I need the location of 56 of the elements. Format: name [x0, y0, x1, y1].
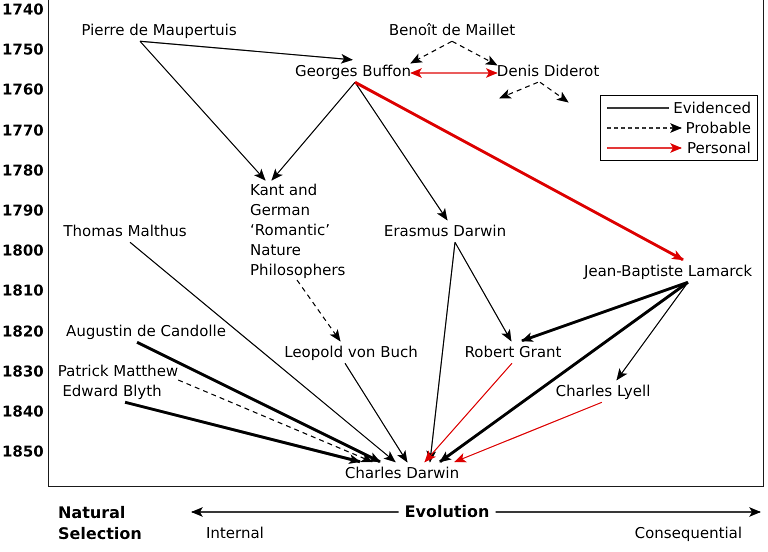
- name-label: Charles Lyell: [556, 380, 650, 402]
- name-label: Benoît de Maillet: [388, 18, 516, 42]
- name-label: Patrick Matthew: [58, 360, 178, 382]
- arrow: [521, 280, 688, 342]
- name-label: Denis Diderot: [496, 60, 600, 82]
- arrow: [124, 400, 361, 464]
- legend-text: Evidenced: [673, 100, 751, 116]
- name-label: Robert Grant: [464, 340, 562, 364]
- year-label: 1780: [2, 163, 44, 178]
- arrow: [140, 40, 266, 181]
- legend-text: Probable: [686, 120, 751, 136]
- arrow: [499, 82, 538, 99]
- name-label: Erasmus Darwin: [384, 220, 506, 242]
- name-label: Leopold von Buch: [284, 340, 418, 364]
- arrow: [140, 40, 353, 64]
- arrow: [354, 80, 684, 262]
- arrow: [540, 82, 569, 103]
- name-label: Augustin de Candolle: [66, 320, 226, 342]
- arrow: [439, 281, 689, 463]
- arrow: [178, 379, 373, 462]
- arrow: [410, 40, 452, 64]
- name-label: Jean-Baptiste Lamarck: [584, 260, 752, 282]
- arrow: [296, 280, 341, 342]
- arrow: [454, 242, 512, 342]
- year-label: 1750: [2, 42, 44, 58]
- name-label: Charles Darwin: [344, 462, 460, 484]
- axis-end-label: Internal: [206, 523, 264, 544]
- year-label: 1760: [2, 82, 44, 98]
- arrow: [454, 402, 602, 462]
- name-label: Pierre de Maupertuis: [81, 18, 237, 42]
- arrow: [136, 340, 381, 464]
- year-label: 1850: [2, 444, 44, 460]
- year-label: 1800: [2, 244, 44, 259]
- arrow: [344, 362, 408, 463]
- year-label: 1770: [2, 123, 44, 138]
- year-label: 1830: [2, 364, 44, 380]
- arrow: [452, 40, 498, 66]
- arrow: [426, 242, 456, 463]
- arrow: [424, 362, 512, 462]
- axis-end-label: Consequential: [634, 523, 742, 544]
- arrow: [410, 68, 498, 78]
- axis-title: Natural Selection: [58, 502, 143, 544]
- arrow: [130, 242, 396, 462]
- year-label: 1790: [2, 204, 44, 218]
- year-label: 1840: [2, 404, 44, 420]
- name-label: Kant and German ‘Romantic’ Nature Philosophers: [250, 180, 355, 280]
- year-label: 1740: [2, 2, 44, 18]
- year-label: 1810: [2, 284, 44, 299]
- name-label: Georges Buffon: [294, 60, 412, 82]
- arrow: [616, 282, 688, 381]
- arrow: [271, 82, 356, 181]
- legend-text: Personal: [687, 140, 751, 156]
- year-label: 1820: [2, 324, 44, 340]
- arrow: [354, 82, 448, 221]
- name-label: Edward Blyth: [62, 380, 162, 402]
- name-label: Thomas Malthus: [63, 220, 187, 242]
